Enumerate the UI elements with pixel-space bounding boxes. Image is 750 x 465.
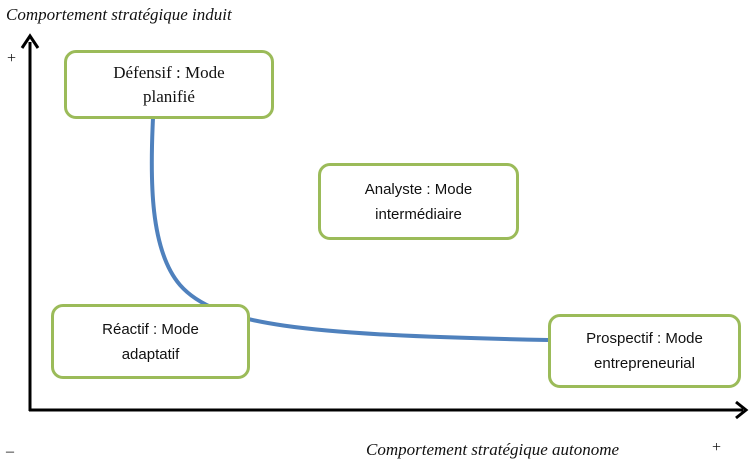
box-line2: adaptatif bbox=[121, 345, 180, 363]
origin-minus: – bbox=[6, 443, 14, 460]
x-axis-label: Comportement stratégique autonome bbox=[366, 440, 620, 459]
box-reactif: Réactif : Mode adaptatif bbox=[51, 304, 250, 379]
box-line1: Réactif : Mode bbox=[102, 320, 199, 338]
box-line2: intermédiaire bbox=[375, 205, 462, 223]
box-line2: entrepreneurial bbox=[594, 355, 695, 372]
box-defensif: Défensif : Mode planifié bbox=[64, 50, 274, 119]
y-axis-label: Comportement stratégique induit bbox=[6, 5, 232, 24]
x-axis-plus: + bbox=[712, 439, 722, 456]
y-axis-plus: + bbox=[7, 50, 17, 67]
box-line1: Analyste : Mode bbox=[364, 180, 473, 198]
box-line2: planifié bbox=[143, 86, 195, 106]
strategy-curve bbox=[149, 117, 549, 342]
box-prospectif: Prospectif : Mode entrepreneurial bbox=[548, 314, 741, 388]
x-axis-arrowhead bbox=[735, 400, 749, 420]
y-axis-arrowhead bbox=[20, 33, 40, 49]
box-analyste: Analyste : Mode intermédiaire bbox=[318, 163, 519, 240]
box-line1: Défensif : Mode bbox=[113, 62, 225, 82]
box-line1: Prospectif : Mode bbox=[586, 330, 703, 347]
